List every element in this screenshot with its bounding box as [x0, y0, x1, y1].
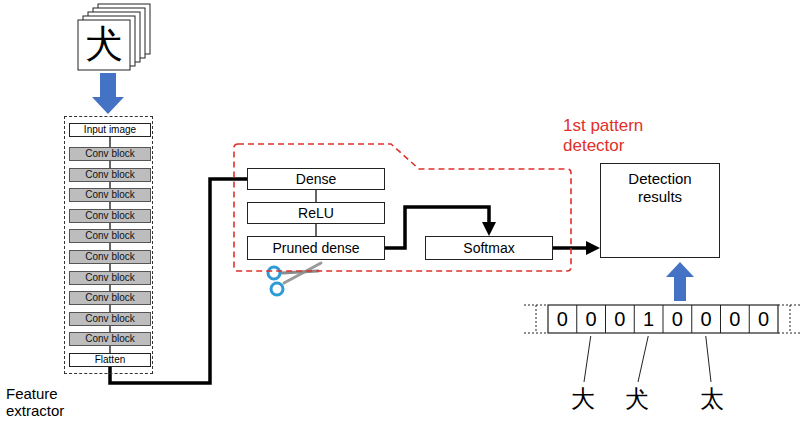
result-box: Detection results: [600, 163, 720, 258]
vector-cell: 0: [586, 308, 597, 331]
class-label: 犬: [625, 383, 649, 415]
layer-box: ReLU: [247, 202, 385, 224]
image-glyph: 犬: [85, 19, 123, 70]
vector-cell: 0: [557, 308, 568, 331]
layer-box: Conv block: [69, 188, 151, 202]
box-label: Conv block: [85, 313, 134, 325]
connector: [315, 224, 316, 236]
box-label: Conv block: [85, 333, 134, 345]
box-label: Conv block: [85, 230, 134, 242]
layer-box: Conv block: [69, 332, 151, 346]
layer-box: Conv block: [69, 291, 151, 305]
box-label: Pruned dense: [272, 240, 359, 256]
box-label: Conv block: [85, 148, 134, 160]
vector-strip: [524, 305, 802, 333]
box-label: Detection results: [608, 170, 712, 206]
flow-arrow: [666, 262, 694, 301]
box-label: Conv block: [85, 292, 134, 304]
vector-cell: 0: [614, 308, 625, 331]
layer-box: Pruned dense: [247, 236, 385, 260]
vector-cell: 1: [643, 308, 654, 331]
box-label: Softmax: [463, 240, 514, 256]
class-label: 大: [571, 383, 595, 415]
box-label: Dense: [296, 171, 336, 187]
image-stack: [78, 4, 150, 70]
layer-box: Conv block: [69, 209, 151, 223]
box-label: ReLU: [298, 205, 334, 221]
box-label: Conv block: [85, 210, 134, 222]
group-region: Feature extractorInput imageConv blockCo…: [64, 116, 153, 374]
scissors-icon: [268, 263, 321, 295]
connector: [109, 202, 110, 209]
box-label: Conv block: [85, 272, 134, 284]
layer-box: Conv block: [69, 229, 151, 243]
leader-line: [584, 336, 711, 382]
box-label: Conv block: [85, 189, 134, 201]
layer-box: Flatten: [69, 353, 151, 367]
connector: [553, 246, 592, 250]
vector-cell: 0: [701, 308, 712, 331]
layer-box: Conv block: [69, 271, 151, 285]
connector: [315, 190, 316, 202]
group-region: 1st pattern detectorDenseReLUPruned dens…: [233, 143, 572, 272]
connector: [109, 346, 110, 353]
connector: [109, 137, 110, 147]
connector: [109, 264, 110, 271]
layer-box: Softmax: [425, 236, 553, 260]
layer-box: Conv block: [69, 250, 151, 264]
connector: [109, 243, 110, 250]
layer-box: Dense: [247, 168, 385, 190]
layer-box: Conv block: [69, 168, 151, 182]
vector-cell: 0: [729, 308, 740, 331]
box-label: Conv block: [85, 251, 134, 263]
layer-box: Conv block: [69, 312, 151, 326]
box-label: Conv block: [85, 169, 134, 181]
vector-cell: 0: [758, 308, 769, 331]
box-label: Input image: [84, 124, 136, 136]
layer-box: Conv block: [69, 147, 151, 161]
connector: [109, 305, 110, 312]
layer-box: Input image: [69, 123, 151, 137]
flow-arrow: [92, 73, 124, 114]
region-heading: 1st pattern detector: [563, 116, 678, 156]
connector: [109, 161, 110, 168]
class-label: 太: [700, 383, 724, 415]
vector-cell: 0: [672, 308, 683, 331]
box-label: Flatten: [95, 354, 126, 366]
region-heading: Feature extractor: [6, 385, 80, 419]
